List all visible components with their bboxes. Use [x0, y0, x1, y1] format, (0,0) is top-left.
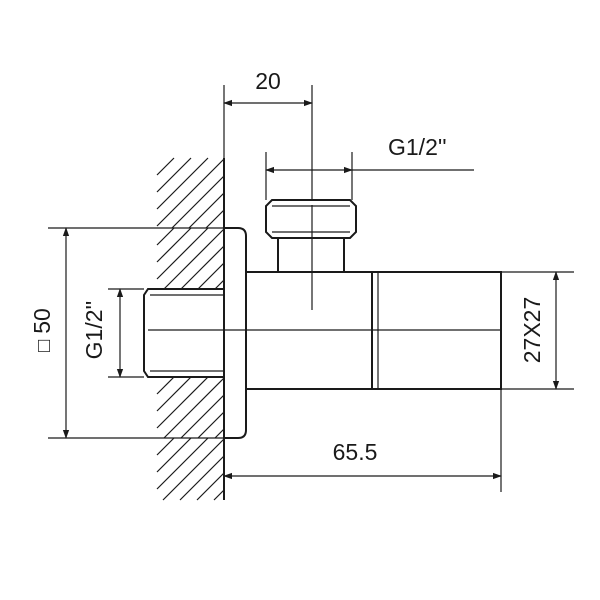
hatch-line [180, 394, 225, 439]
hatch-line [156, 227, 209, 280]
hatch-line [214, 428, 225, 439]
outlet-connector [265, 199, 357, 272]
hatch-line [205, 209, 225, 229]
dimension-thread-top: G1/2'' [265, 134, 474, 200]
hatch-line [163, 377, 225, 439]
dimension-square-flange-label: □50 [29, 308, 55, 352]
dimension-width-top-label: 20 [255, 68, 281, 94]
dimension-body-section: 27X27 [501, 271, 574, 390]
hatch-line [156, 376, 192, 412]
inlet-thread-pipe [143, 288, 224, 378]
hatch-line [156, 157, 175, 176]
hatch-line [188, 192, 225, 229]
square-flange [224, 227, 247, 439]
hatch-line [156, 157, 209, 210]
hatch-line [162, 438, 225, 501]
hatch-line [156, 437, 175, 456]
dimension-width-top: 20 [223, 68, 313, 200]
hatch-line [179, 455, 225, 501]
hatch-line [156, 376, 209, 429]
dimension-thread-inlet: G1/2'' [81, 288, 144, 378]
hatch-line [163, 228, 225, 290]
wall-hatching [156, 157, 225, 501]
hatch-line [196, 472, 225, 501]
hatch-line [213, 489, 225, 501]
hatch-line [156, 157, 192, 193]
dimension-body-section-label: 27X27 [519, 297, 545, 364]
hatch-line [197, 411, 225, 439]
hatch-line [197, 262, 225, 290]
dimension-total-length-label: 65.5 [333, 439, 378, 465]
hatch-line [156, 437, 192, 473]
hatch-line [156, 437, 209, 490]
dimension-square-flange: □50 [29, 227, 224, 439]
hatch-line [171, 175, 225, 229]
dimension-thread-inlet-label: G1/2'' [81, 301, 107, 360]
dimension-thread-top-label: G1/2'' [388, 134, 447, 160]
hatch-line [180, 245, 225, 290]
dimension-total-length: 65.5 [223, 389, 502, 492]
hatch-line [156, 227, 175, 246]
hatch-line [214, 279, 225, 290]
hatch-line [156, 158, 225, 227]
hatch-line [156, 227, 192, 263]
hatch-line [156, 376, 175, 395]
